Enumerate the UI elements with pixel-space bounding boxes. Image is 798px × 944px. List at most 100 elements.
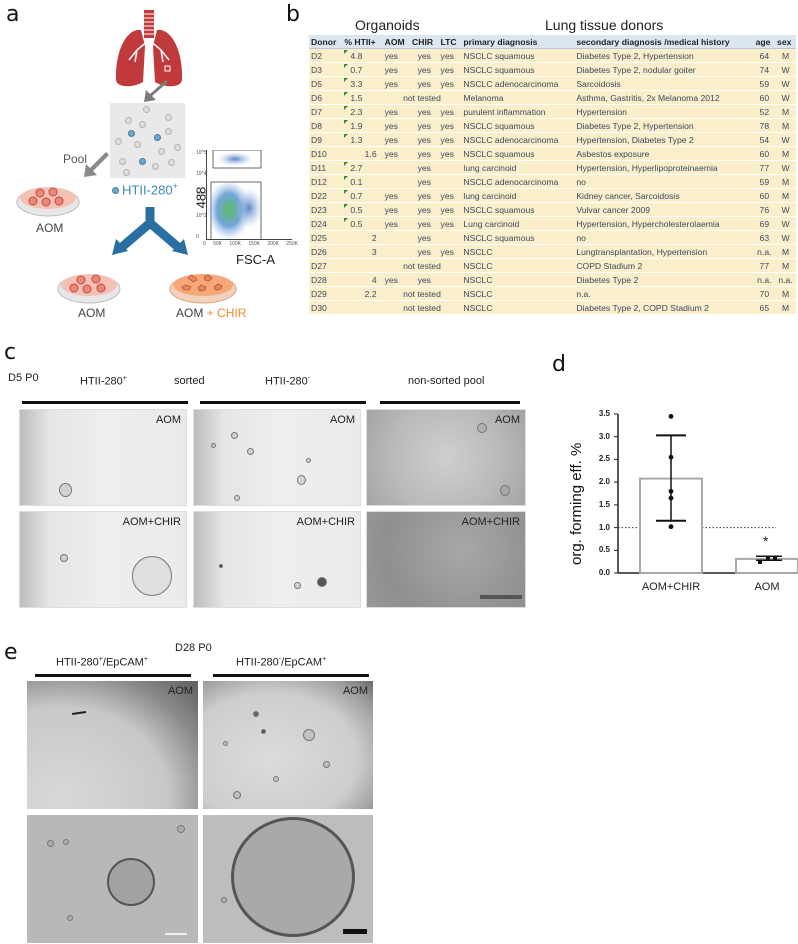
micrograph-htii-neg-aom: AOM	[193, 409, 361, 506]
cell-ltc: yes	[438, 104, 462, 119]
cell-pct-htii: 0.1	[342, 174, 383, 189]
cell-aom: yes	[382, 76, 411, 91]
cell-pct-htii: 2.3	[342, 104, 383, 119]
cell-age: 77	[753, 258, 776, 273]
cell-donor: D8	[309, 118, 343, 133]
x-category-aom: AOM	[754, 581, 780, 593]
cell-sex: M	[775, 188, 796, 203]
cell-secondary-diagnosis: Diabetes Type 2, COPD Stadium 2	[574, 300, 754, 315]
cell-donor: D3	[309, 62, 343, 77]
col-chir: CHIR	[410, 35, 439, 49]
cell-pct-htii: 3	[342, 244, 383, 259]
organoids-header: Organoids	[355, 17, 420, 33]
cell-pct-htii: 0.7	[342, 188, 383, 203]
cell-primary-diagnosis: NSCLC squamous	[461, 230, 575, 245]
cell-pct-htii: 3.3	[342, 76, 383, 91]
cell-primary-diagnosis: NSCLC	[461, 244, 575, 259]
cell-sex: M	[775, 244, 796, 259]
cell-aom: yes	[382, 216, 411, 231]
cell-donor: D25	[309, 230, 343, 245]
y-tick: 2.0	[598, 477, 610, 486]
cell-ltc	[438, 272, 462, 287]
cell-secondary-diagnosis: Diabetes Type 2, nodular goiter	[574, 62, 754, 77]
cell-primary-diagnosis: NSCLC squamous	[461, 118, 575, 133]
e-group-htii-neg: HTII-280-/EpCAM+	[236, 656, 327, 669]
cell-primary-diagnosis: NSCLC squamous	[461, 146, 575, 161]
cell-age: 69	[753, 216, 776, 231]
c-group-htii-pos: HTII-280+	[80, 375, 127, 388]
cell-age: 59	[753, 76, 776, 91]
cell-donor: D12	[309, 174, 343, 189]
cell-secondary-diagnosis: Diabetes Type 2	[574, 272, 754, 287]
cell-chir: yes	[410, 146, 439, 161]
scale-bar	[165, 933, 187, 935]
micrograph-pool-chir: AOM+CHIR	[366, 511, 526, 608]
c-group-non-sorted: non-sorted pool	[408, 375, 485, 387]
group-bar	[380, 401, 520, 404]
cell-ltc: yes	[438, 76, 462, 91]
cell-secondary-diagnosis: Asthma, Gastritis, 2x Melanoma 2012	[574, 90, 754, 105]
cell-pct-htii: 0.7	[342, 62, 383, 77]
cell-donor: D23	[309, 202, 343, 217]
cell-donor: D26	[309, 244, 343, 259]
cell-aom	[382, 244, 411, 259]
cell-aom: yes	[382, 48, 411, 63]
cell-sex: W	[775, 90, 796, 105]
cell-primary-diagnosis: NSCLC adenocarcinoma	[461, 132, 575, 147]
cell-primary-diagnosis: Lung carcinoid	[461, 216, 575, 231]
cell-age: 54	[753, 132, 776, 147]
lung-icon	[115, 10, 183, 87]
cell-aom: yes	[382, 146, 411, 161]
cell-aom: yes	[382, 188, 411, 203]
col-age: age	[753, 35, 776, 49]
cell-pct-htii: 4.8	[342, 48, 383, 63]
facs-x-axis-label: FSC-A	[236, 252, 275, 267]
facs-scatter-plot	[206, 149, 292, 241]
htii-280-positive-legend: HTII-280+	[112, 181, 178, 197]
cell-primary-diagnosis: purulent inflammation	[461, 104, 575, 119]
cell-sex: M	[775, 146, 796, 161]
cell-ltc: yes	[438, 118, 462, 133]
cell-age: 70	[753, 286, 776, 301]
cell-primary-diagnosis: NSCLC adenocarcinoma	[461, 76, 575, 91]
cell-pct-htii: 2	[342, 230, 383, 245]
cell-aom	[382, 160, 411, 175]
cell-age: 59	[753, 174, 776, 189]
cell-age: 60	[753, 188, 776, 203]
table-header-row: Donor % HTII+ AOM CHIR LTC primary diagn…	[309, 35, 796, 49]
chart-plot-area	[614, 413, 798, 574]
pool-label: Pool	[63, 152, 88, 166]
y-tick: 3.5	[598, 409, 610, 418]
panel-a-label: a	[6, 2, 20, 27]
cell-ltc	[438, 174, 462, 189]
cell-pct-htii: 1.9	[342, 118, 383, 133]
micrograph-htii-pos-chir: AOM+CHIR	[19, 511, 187, 608]
cell-sex: W	[775, 202, 796, 217]
cell-secondary-diagnosis: Diabetes Type 2, Hypertension	[574, 118, 754, 133]
petri-dish-icon	[16, 187, 80, 217]
cell-sex: M	[775, 174, 796, 189]
cell-donor: D11	[309, 160, 343, 175]
col-aom: AOM	[382, 35, 411, 49]
cell-aom: yes	[382, 104, 411, 119]
cell-secondary-diagnosis: Diabetes Type 2, Hypertension	[574, 48, 754, 63]
closeup-htii-neg	[203, 815, 373, 943]
cell-age: 74	[753, 62, 776, 77]
cell-chir: yes	[410, 76, 439, 91]
significance-star: *	[763, 533, 769, 549]
panel-b-label: b	[286, 2, 300, 27]
closeup-htii-pos	[27, 815, 198, 943]
bar-chart: org. forming eff. % 0.0 0.5 1.0 1.5 2.0	[560, 385, 798, 610]
cell-donor: D30	[309, 300, 343, 315]
cell-sex: M	[775, 104, 796, 119]
cell-pct-htii: 1.3	[342, 132, 383, 147]
cell-aom	[382, 230, 411, 245]
